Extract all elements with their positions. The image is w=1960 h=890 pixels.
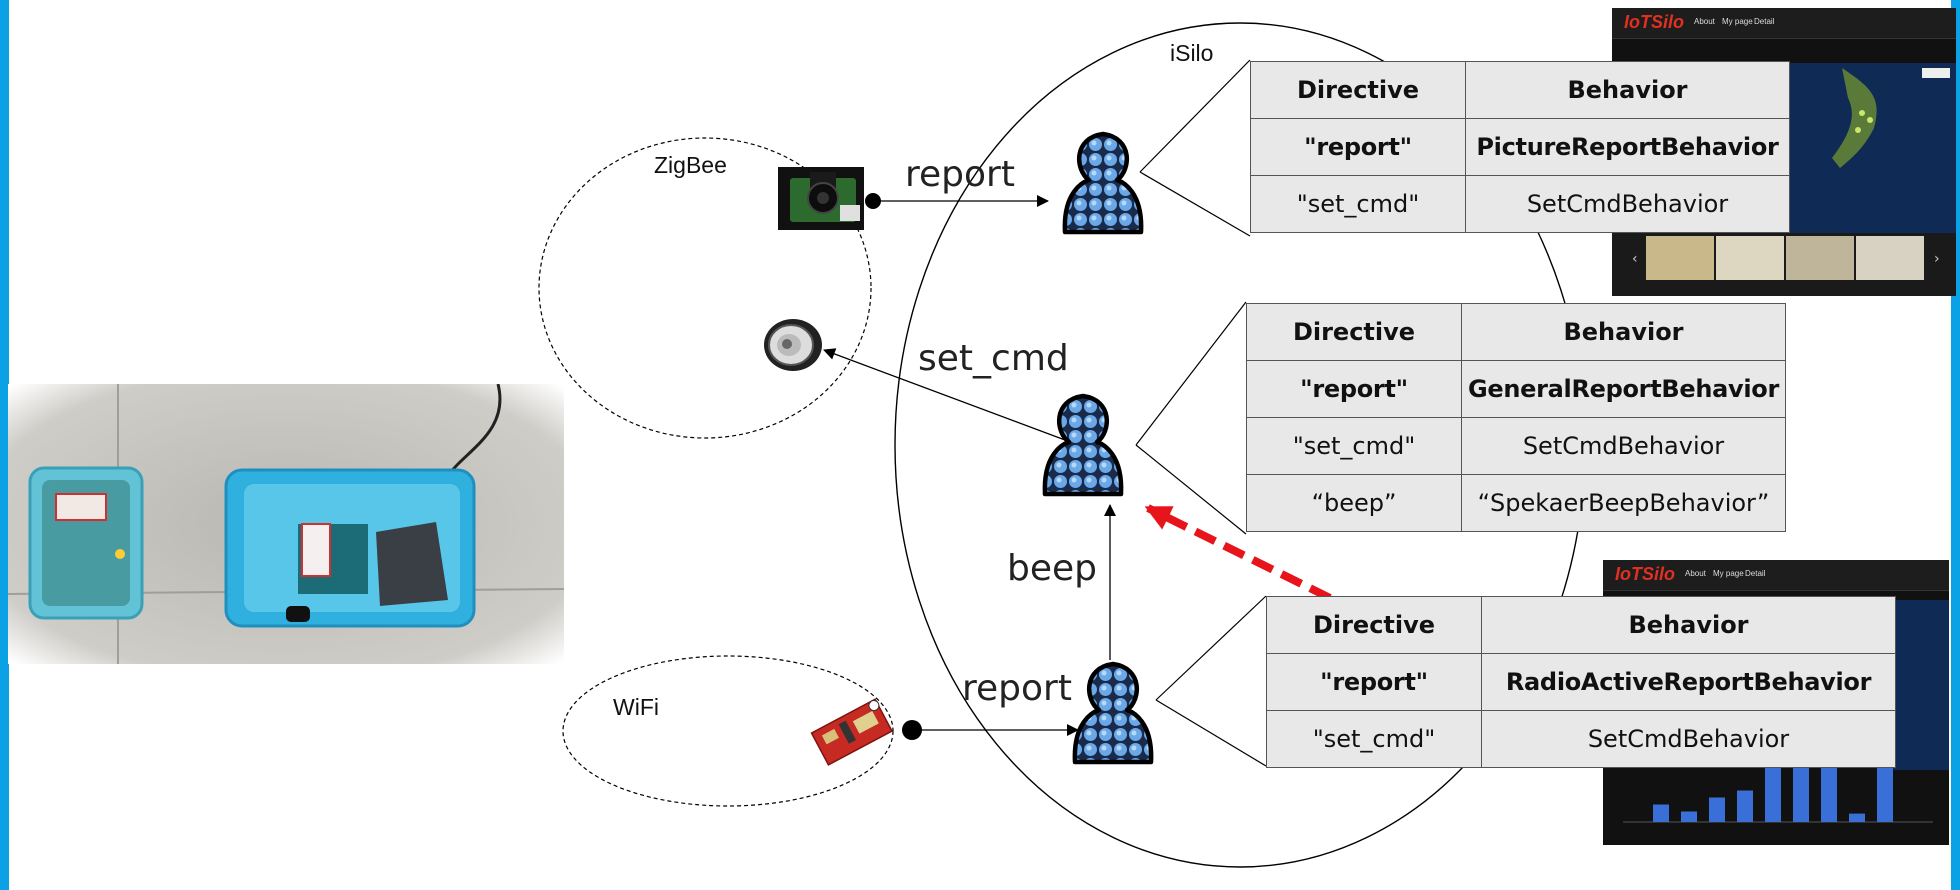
table-header-row: Directive Behavior bbox=[1266, 596, 1896, 654]
nav-detail: Detail bbox=[1745, 569, 1766, 578]
set-cmd-edge bbox=[823, 348, 1066, 441]
zigbee-boundary bbox=[538, 137, 872, 439]
slide-border-right bbox=[1951, 0, 1960, 890]
isilo-label: iSilo bbox=[1170, 40, 1214, 66]
directive-cell: "set_cmd" bbox=[1266, 710, 1482, 768]
wifi-boundary bbox=[562, 655, 894, 807]
report-label-top: report bbox=[905, 154, 1015, 195]
edge-source-dot-bottom bbox=[902, 720, 922, 740]
screenshot-bar bbox=[1793, 759, 1809, 822]
screenshot-bar bbox=[1765, 762, 1781, 822]
screenshot-navbar: IoTSilo About My page Detail bbox=[1612, 8, 1956, 39]
small-box bbox=[28, 466, 144, 620]
behavior-table-middle: Directive Behavior "report" GeneralRepor… bbox=[1246, 303, 1786, 532]
table-row: "report" RadioActiveReportBehavior bbox=[1266, 653, 1896, 711]
zigbee-label: ZigBee bbox=[654, 152, 727, 178]
nav-about: About bbox=[1685, 569, 1706, 578]
behavior-cell: GeneralReportBehavior bbox=[1461, 360, 1786, 418]
radiation-sensor-icon bbox=[810, 698, 894, 766]
nav-my-page: My page bbox=[1722, 17, 1753, 26]
screenshot-bar bbox=[1849, 813, 1865, 822]
directive-cell: "report" bbox=[1266, 653, 1482, 711]
directive-cell: "set_cmd" bbox=[1246, 417, 1462, 475]
table-row: "set_cmd" SetCmdBehavior bbox=[1250, 175, 1790, 233]
table-row: "set_cmd" SetCmdBehavior bbox=[1246, 417, 1786, 475]
directive-cell: "report" bbox=[1250, 118, 1466, 176]
table-row: “beep” “SpekaerBeepBehavior” bbox=[1246, 474, 1786, 532]
screenshot-navbar: IoTSilo About My page Detail bbox=[1603, 560, 1949, 591]
column-header-directive: Directive bbox=[1246, 303, 1462, 361]
directive-cell: "set_cmd" bbox=[1250, 175, 1466, 233]
web-screenshot-top: IoTSilo About My page Detail ‹ › bbox=[1612, 8, 1956, 296]
wifi-label: WiFi bbox=[613, 694, 659, 720]
screenshot-bar bbox=[1737, 790, 1753, 822]
callout-lines-bottom bbox=[1155, 595, 1267, 767]
screenshot-bar bbox=[1653, 804, 1669, 822]
behavior-cell: RadioActiveReportBehavior bbox=[1481, 653, 1896, 711]
camera-icon bbox=[778, 167, 864, 230]
table-row: "report" GeneralReportBehavior bbox=[1246, 360, 1786, 418]
set-cmd-label: set_cmd bbox=[918, 338, 1069, 379]
slide-border-left bbox=[0, 0, 9, 890]
behavior-cell: SetCmdBehavior bbox=[1461, 417, 1786, 475]
screenshot-bar bbox=[1877, 759, 1893, 822]
column-header-directive: Directive bbox=[1266, 596, 1482, 654]
table-row: "report" PictureReportBehavior bbox=[1250, 118, 1790, 176]
directive-cell: "report" bbox=[1246, 360, 1462, 418]
table-header-row: Directive Behavior bbox=[1250, 61, 1790, 119]
column-header-behavior: Behavior bbox=[1461, 303, 1786, 361]
speaker-icon bbox=[764, 319, 822, 371]
behavior-cell: PictureReportBehavior bbox=[1465, 118, 1790, 176]
callout-lines-top bbox=[1139, 59, 1251, 237]
column-header-behavior: Behavior bbox=[1465, 61, 1790, 119]
column-header-behavior: Behavior bbox=[1481, 596, 1896, 654]
behavior-cell: SetCmdBehavior bbox=[1465, 175, 1790, 233]
large-box bbox=[224, 468, 476, 628]
table-header-row: Directive Behavior bbox=[1246, 303, 1786, 361]
screenshot-bar bbox=[1821, 766, 1837, 822]
beep-label: beep bbox=[1007, 548, 1097, 589]
table-row: "set_cmd" SetCmdBehavior bbox=[1266, 710, 1896, 768]
callout-lines-middle bbox=[1135, 301, 1247, 535]
behavior-table-top: Directive Behavior "report" PictureRepor… bbox=[1250, 61, 1790, 233]
column-header-directive: Directive bbox=[1250, 61, 1466, 119]
agent-top-icon bbox=[1065, 134, 1141, 232]
agent-bottom-icon bbox=[1075, 664, 1151, 762]
agent-middle-icon bbox=[1045, 396, 1121, 494]
bar-chart-view bbox=[1623, 600, 1949, 823]
iotsilo-logo: IoTSilo bbox=[1624, 12, 1684, 32]
directive-cell: “beep” bbox=[1246, 474, 1462, 532]
screenshot-bar bbox=[1709, 797, 1725, 822]
nav-my-page: My page bbox=[1713, 569, 1744, 578]
nav-detail: Detail bbox=[1754, 17, 1775, 26]
nav-about: About bbox=[1694, 17, 1715, 26]
behavior-cell: SetCmdBehavior bbox=[1481, 710, 1896, 768]
report-label-bottom: report bbox=[962, 668, 1072, 709]
device-photo bbox=[8, 384, 564, 664]
map-view: ‹ › bbox=[1612, 63, 1956, 296]
iotsilo-logo: IoTSilo bbox=[1615, 564, 1675, 584]
edge-source-dot-top bbox=[865, 193, 881, 209]
behavior-table-bottom: Directive Behavior "report" RadioActiveR… bbox=[1266, 596, 1896, 768]
behavior-cell: “SpekaerBeepBehavior” bbox=[1461, 474, 1786, 532]
svg-text:›: › bbox=[1934, 251, 1940, 267]
svg-text:‹: ‹ bbox=[1632, 251, 1638, 267]
screenshot-bar bbox=[1681, 811, 1697, 822]
